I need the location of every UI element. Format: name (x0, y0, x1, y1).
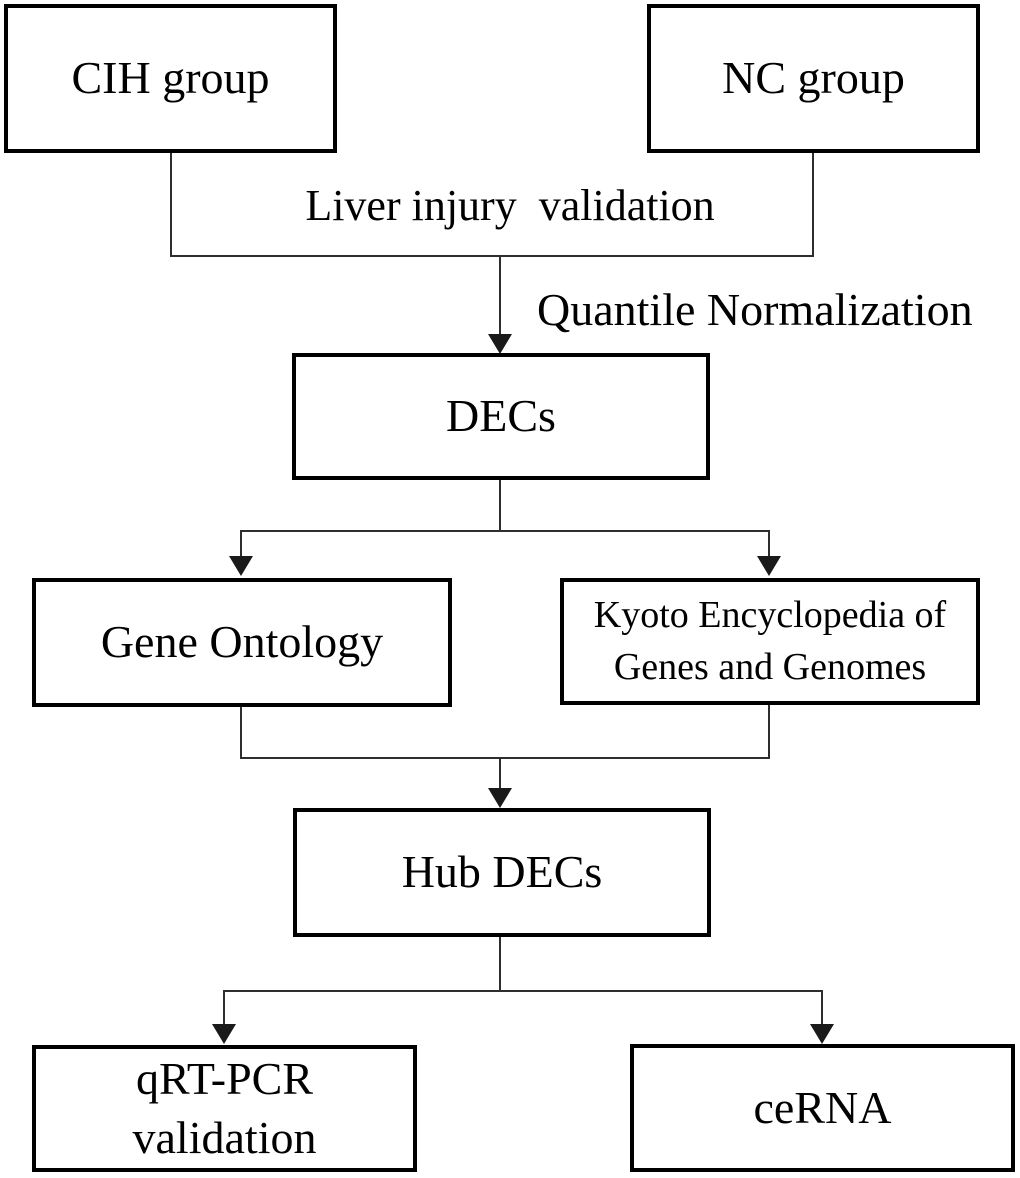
connector-nc-down (812, 153, 814, 257)
arrowhead-to-hub-decs-icon (488, 788, 512, 808)
edge-label-quantile-normalization: Quantile Normalization (537, 284, 973, 335)
connector-to-decs (499, 255, 501, 336)
arrowhead-to-gene-ontology-icon (229, 556, 253, 576)
edge-label-liver-injury-validation: Liver injury validation (305, 181, 715, 230)
node-qrt-pcr-validation: qRT-PCR validation (32, 1045, 417, 1172)
connector-gene-ontology-down (240, 707, 242, 759)
connector-kegg-down (768, 705, 770, 759)
node-gene-ontology: Gene Ontology (32, 578, 452, 707)
connector-split-go-kegg (240, 530, 770, 532)
connector-hub-decs-down (499, 937, 501, 992)
connector-to-hub-decs (499, 757, 501, 788)
arrowhead-to-qrt-pcr-icon (212, 1024, 236, 1044)
node-kegg: Kyoto Encyclopedia of Genes and Genomes (560, 578, 980, 705)
connector-to-cerna (821, 990, 823, 1024)
arrowhead-to-decs-icon (488, 334, 512, 354)
arrowhead-to-cerna-icon (810, 1024, 834, 1044)
connector-top-merge (170, 255, 814, 257)
node-cerna: ceRNA (630, 1044, 1015, 1172)
node-hub-decs: Hub DECs (293, 808, 711, 937)
connector-cih-down (170, 153, 172, 257)
connector-decs-down (499, 480, 501, 532)
connector-to-kegg (768, 530, 770, 558)
node-decs: DECs (292, 353, 710, 480)
connector-to-qrt-pcr (223, 990, 225, 1024)
arrowhead-to-kegg-icon (757, 556, 781, 576)
connector-merge-hub (240, 757, 770, 759)
connector-split-qrt-cerna (223, 990, 823, 992)
node-cih-group: CIH group (4, 4, 337, 153)
connector-to-gene-ontology (240, 530, 242, 558)
node-nc-group: NC group (647, 4, 980, 153)
